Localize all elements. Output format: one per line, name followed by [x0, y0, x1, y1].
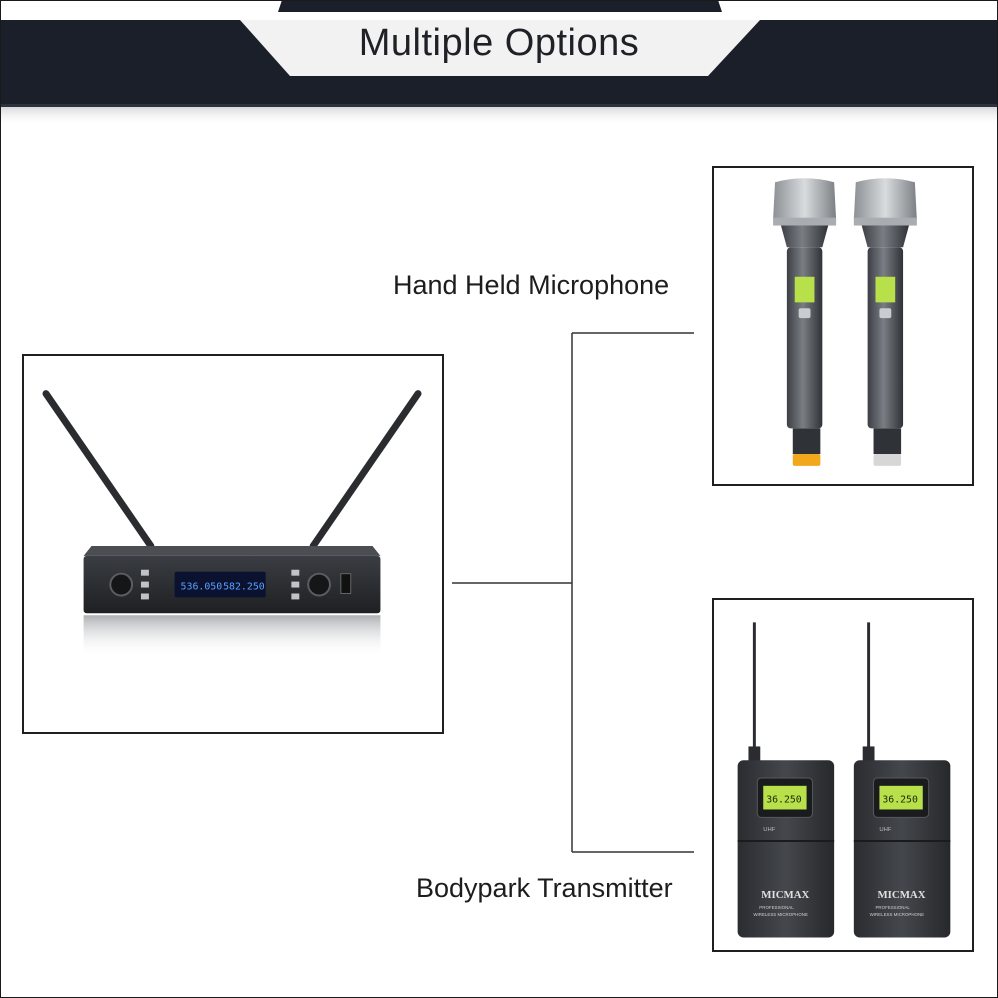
bodypack-1-lcd: [763, 785, 807, 810]
receiver-display-left: 536.050: [181, 582, 223, 593]
receiver-display-right: 582.250: [223, 582, 265, 593]
mic-2-silver-cap: [873, 454, 902, 466]
handheld-microphone-box: [712, 166, 974, 486]
right-volume-knob: [307, 572, 331, 597]
bodypack-1-band: UHF: [763, 827, 776, 833]
handheld-mic-1: [773, 178, 837, 466]
mic-2-lcd: [875, 276, 896, 303]
bodypack-2-band: UHF: [879, 827, 892, 833]
bodypack-1-display: 36.250: [766, 795, 802, 806]
bodypack-1: 36.250 UHF MICMAX PROFESSIONAL WIRELESS …: [737, 622, 835, 938]
receiver-image: 536.050 582.250: [42, 390, 422, 657]
bodypack-2-lcd: [879, 785, 923, 810]
bodypack-2-caption-1: PROFESSIONAL: [875, 905, 910, 910]
bodypack-transmitter-box: 36.250 UHF MICMAX PROFESSIONAL WIRELESS …: [712, 598, 974, 952]
handheld-microphone-label: Hand Held Microphone: [393, 270, 670, 300]
bodypack-2-caption-2: WIRELESS MICROPHONE: [870, 912, 925, 917]
bodypack-1-brand: MICMAX: [761, 889, 809, 901]
left-antenna: [42, 390, 155, 550]
bodypack-transmitter-label: Bodypark Transmitter: [416, 873, 673, 903]
bodypack-2-display: 36.250: [882, 795, 918, 806]
handheld-mic-2: [853, 178, 917, 466]
page-title: Multiple Options: [358, 22, 640, 64]
mic-1-yellow-cap: [792, 454, 821, 466]
bodypack-2: 36.250 UHF MICMAX PROFESSIONAL WIRELESS …: [853, 622, 951, 938]
mic-1-lcd: [794, 276, 815, 303]
left-volume-knob: [109, 572, 134, 597]
right-antenna: [309, 390, 422, 550]
banner-graphic: [0, 0, 998, 126]
power-switch: [340, 573, 352, 594]
bodypack-2-brand: MICMAX: [877, 889, 925, 901]
handheld-microphones-image: [773, 178, 917, 466]
bodypack-transmitters-image: 36.250 UHF MICMAX PROFESSIONAL WIRELESS …: [737, 622, 951, 938]
bodypack-1-caption-1: PROFESSIONAL: [759, 905, 794, 910]
bodypack-1-caption-2: WIRELESS MICROPHONE: [753, 912, 808, 917]
receiver-display: [174, 571, 266, 598]
receiver-product-box: 536.050 582.250: [22, 354, 444, 734]
header-banner: Multiple Options: [0, 0, 998, 130]
